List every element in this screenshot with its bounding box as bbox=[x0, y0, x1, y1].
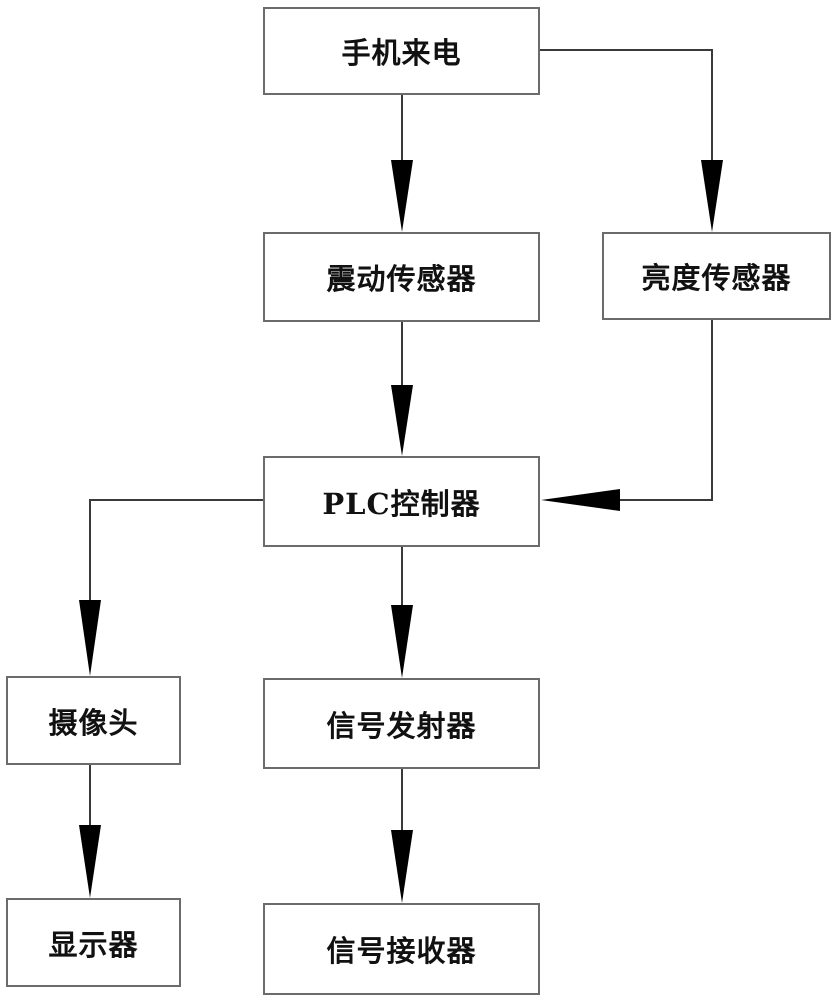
edge-call-to-brightness bbox=[540, 49, 713, 170]
camera-node: 摄像头 bbox=[6, 676, 181, 765]
edge-brightness-to-plc bbox=[610, 320, 713, 501]
display-node: 显示器 bbox=[6, 898, 181, 987]
arrowhead-transmitter-to-receiver bbox=[391, 830, 413, 903]
arrowhead-plc-to-camera bbox=[79, 600, 101, 676]
arrowhead-call-to-brightness bbox=[701, 160, 723, 232]
signal-transmitter-node: 信号发射器 bbox=[263, 678, 540, 769]
arrowhead-plc-to-transmitter bbox=[391, 605, 413, 678]
brightness-sensor-node: 亮度传感器 bbox=[602, 232, 831, 320]
arrowhead-call-to-vibration bbox=[391, 160, 413, 232]
signal-receiver-node: 信号接收器 bbox=[263, 903, 540, 995]
vibration-sensor-node: 震动传感器 bbox=[263, 232, 540, 322]
edge-plc-to-camera bbox=[89, 499, 263, 610]
arrowhead-vibration-to-plc bbox=[391, 385, 413, 456]
arrowhead-camera-to-display bbox=[79, 825, 101, 898]
arrowhead-brightness-to-plc bbox=[541, 489, 620, 511]
incoming-call-node: 手机来电 bbox=[263, 7, 540, 95]
plc-controller-node: PLC控制器 bbox=[263, 456, 540, 547]
